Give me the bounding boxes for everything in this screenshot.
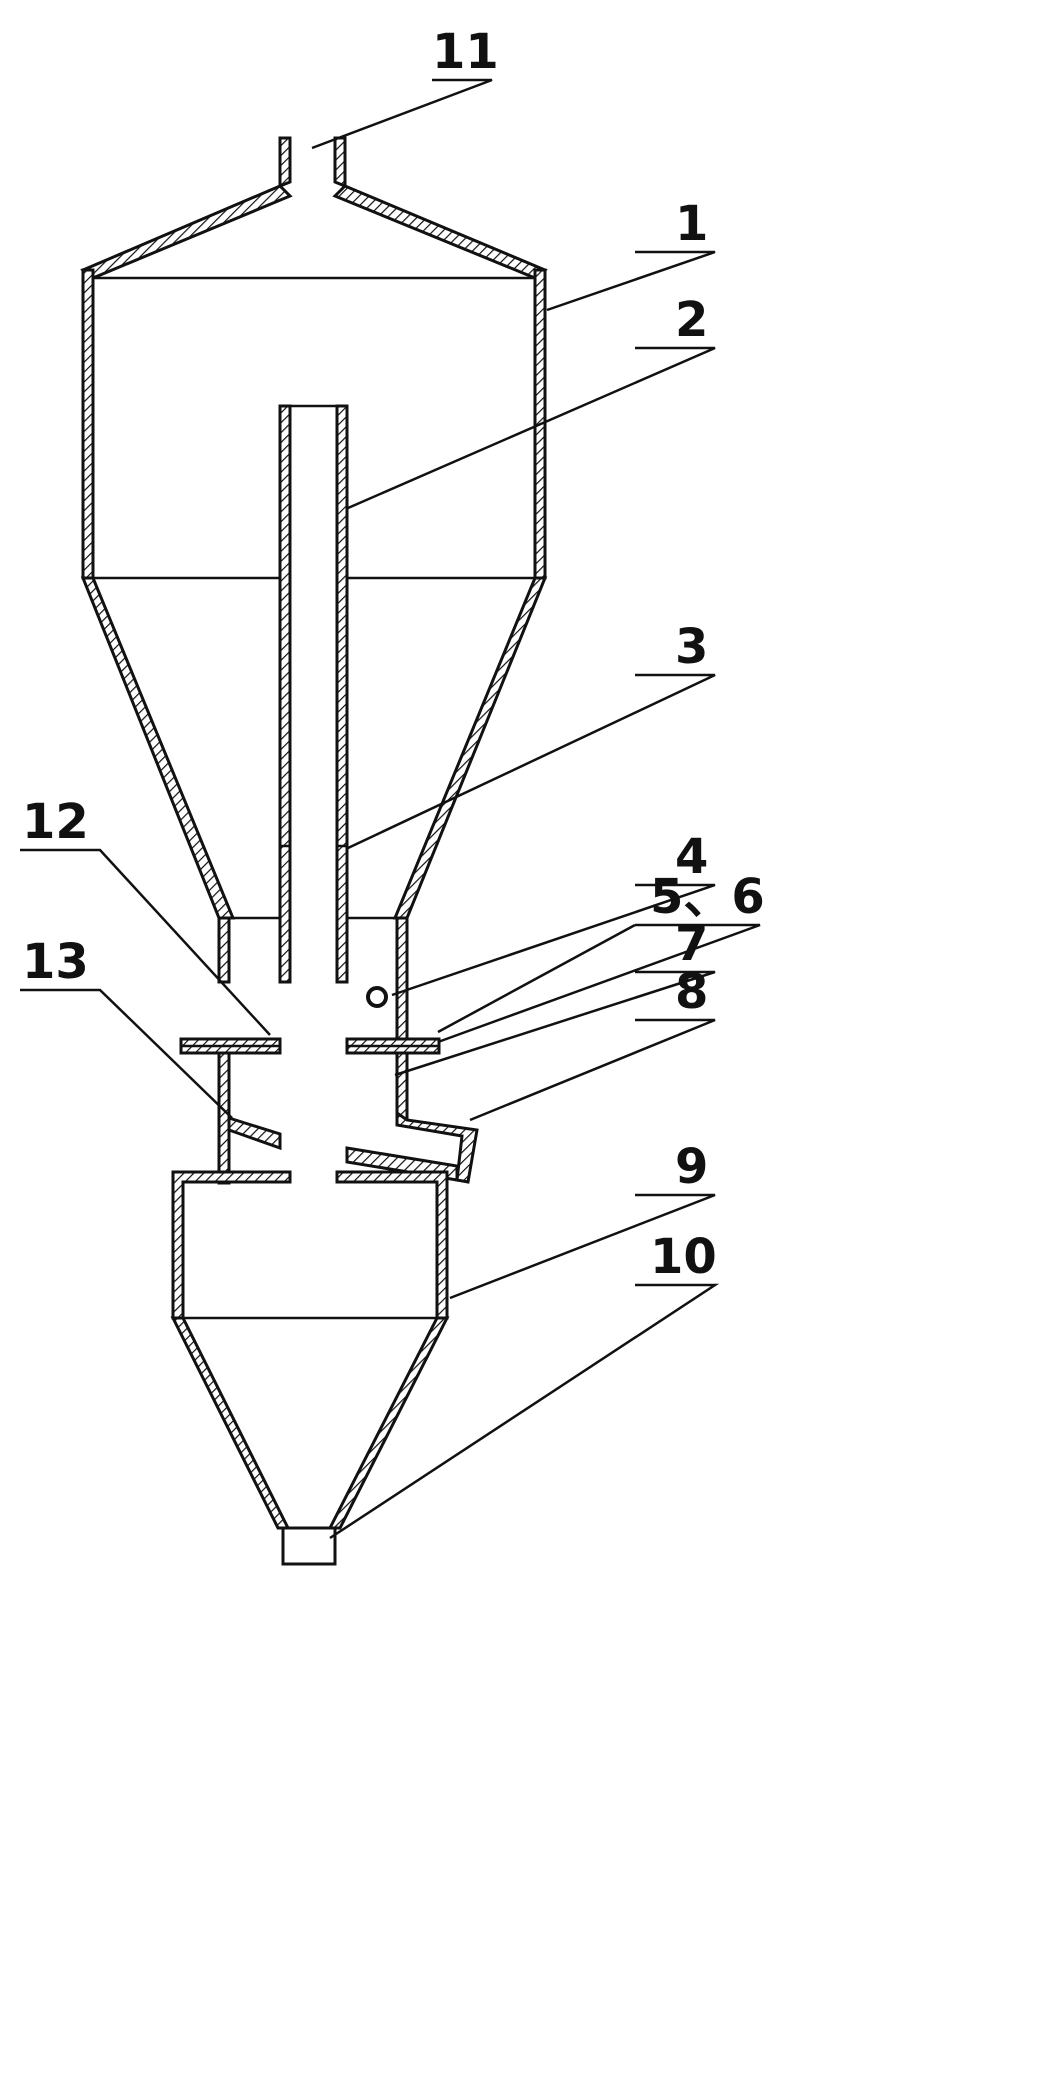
discharge-spout [395, 1110, 479, 1184]
label-8: 8 [675, 964, 708, 1020]
label-4: 4 [675, 829, 708, 885]
label-1: 1 [675, 196, 708, 252]
inclined-plates [227, 1110, 479, 1184]
inclined-plate-left [227, 1115, 282, 1151]
nozzle-ring [366, 986, 388, 1008]
label-9: 9 [675, 1139, 708, 1195]
label-13: 13 [22, 934, 89, 990]
top-outlet-pipe [278, 136, 347, 189]
number-labels: 11 1 2 3 4 5、6 7 8 12 13 9 10 [22, 24, 765, 1285]
central-pipe [278, 404, 349, 984]
label-11: 11 [432, 24, 499, 80]
outer-cylinder-wall [81, 268, 547, 580]
conical-section-wall [80, 576, 548, 920]
label-10: 10 [650, 1229, 717, 1285]
top-cone-roof [80, 184, 548, 280]
label-2: 2 [675, 292, 708, 348]
leader-lines [20, 78, 761, 1540]
label-12: 12 [22, 794, 89, 850]
bottom-outlet-pipe [281, 1526, 337, 1566]
lower-neck-section [217, 916, 409, 1125]
cyclone-separator-diagram: 11 1 2 3 4 5、6 7 8 12 13 9 10 [20, 24, 765, 1566]
label-5-6: 5、6 [650, 869, 765, 925]
label-7: 7 [675, 916, 708, 972]
label-3: 3 [675, 619, 708, 675]
lower-collector [170, 1170, 450, 1530]
flange-plates [179, 1037, 441, 1055]
